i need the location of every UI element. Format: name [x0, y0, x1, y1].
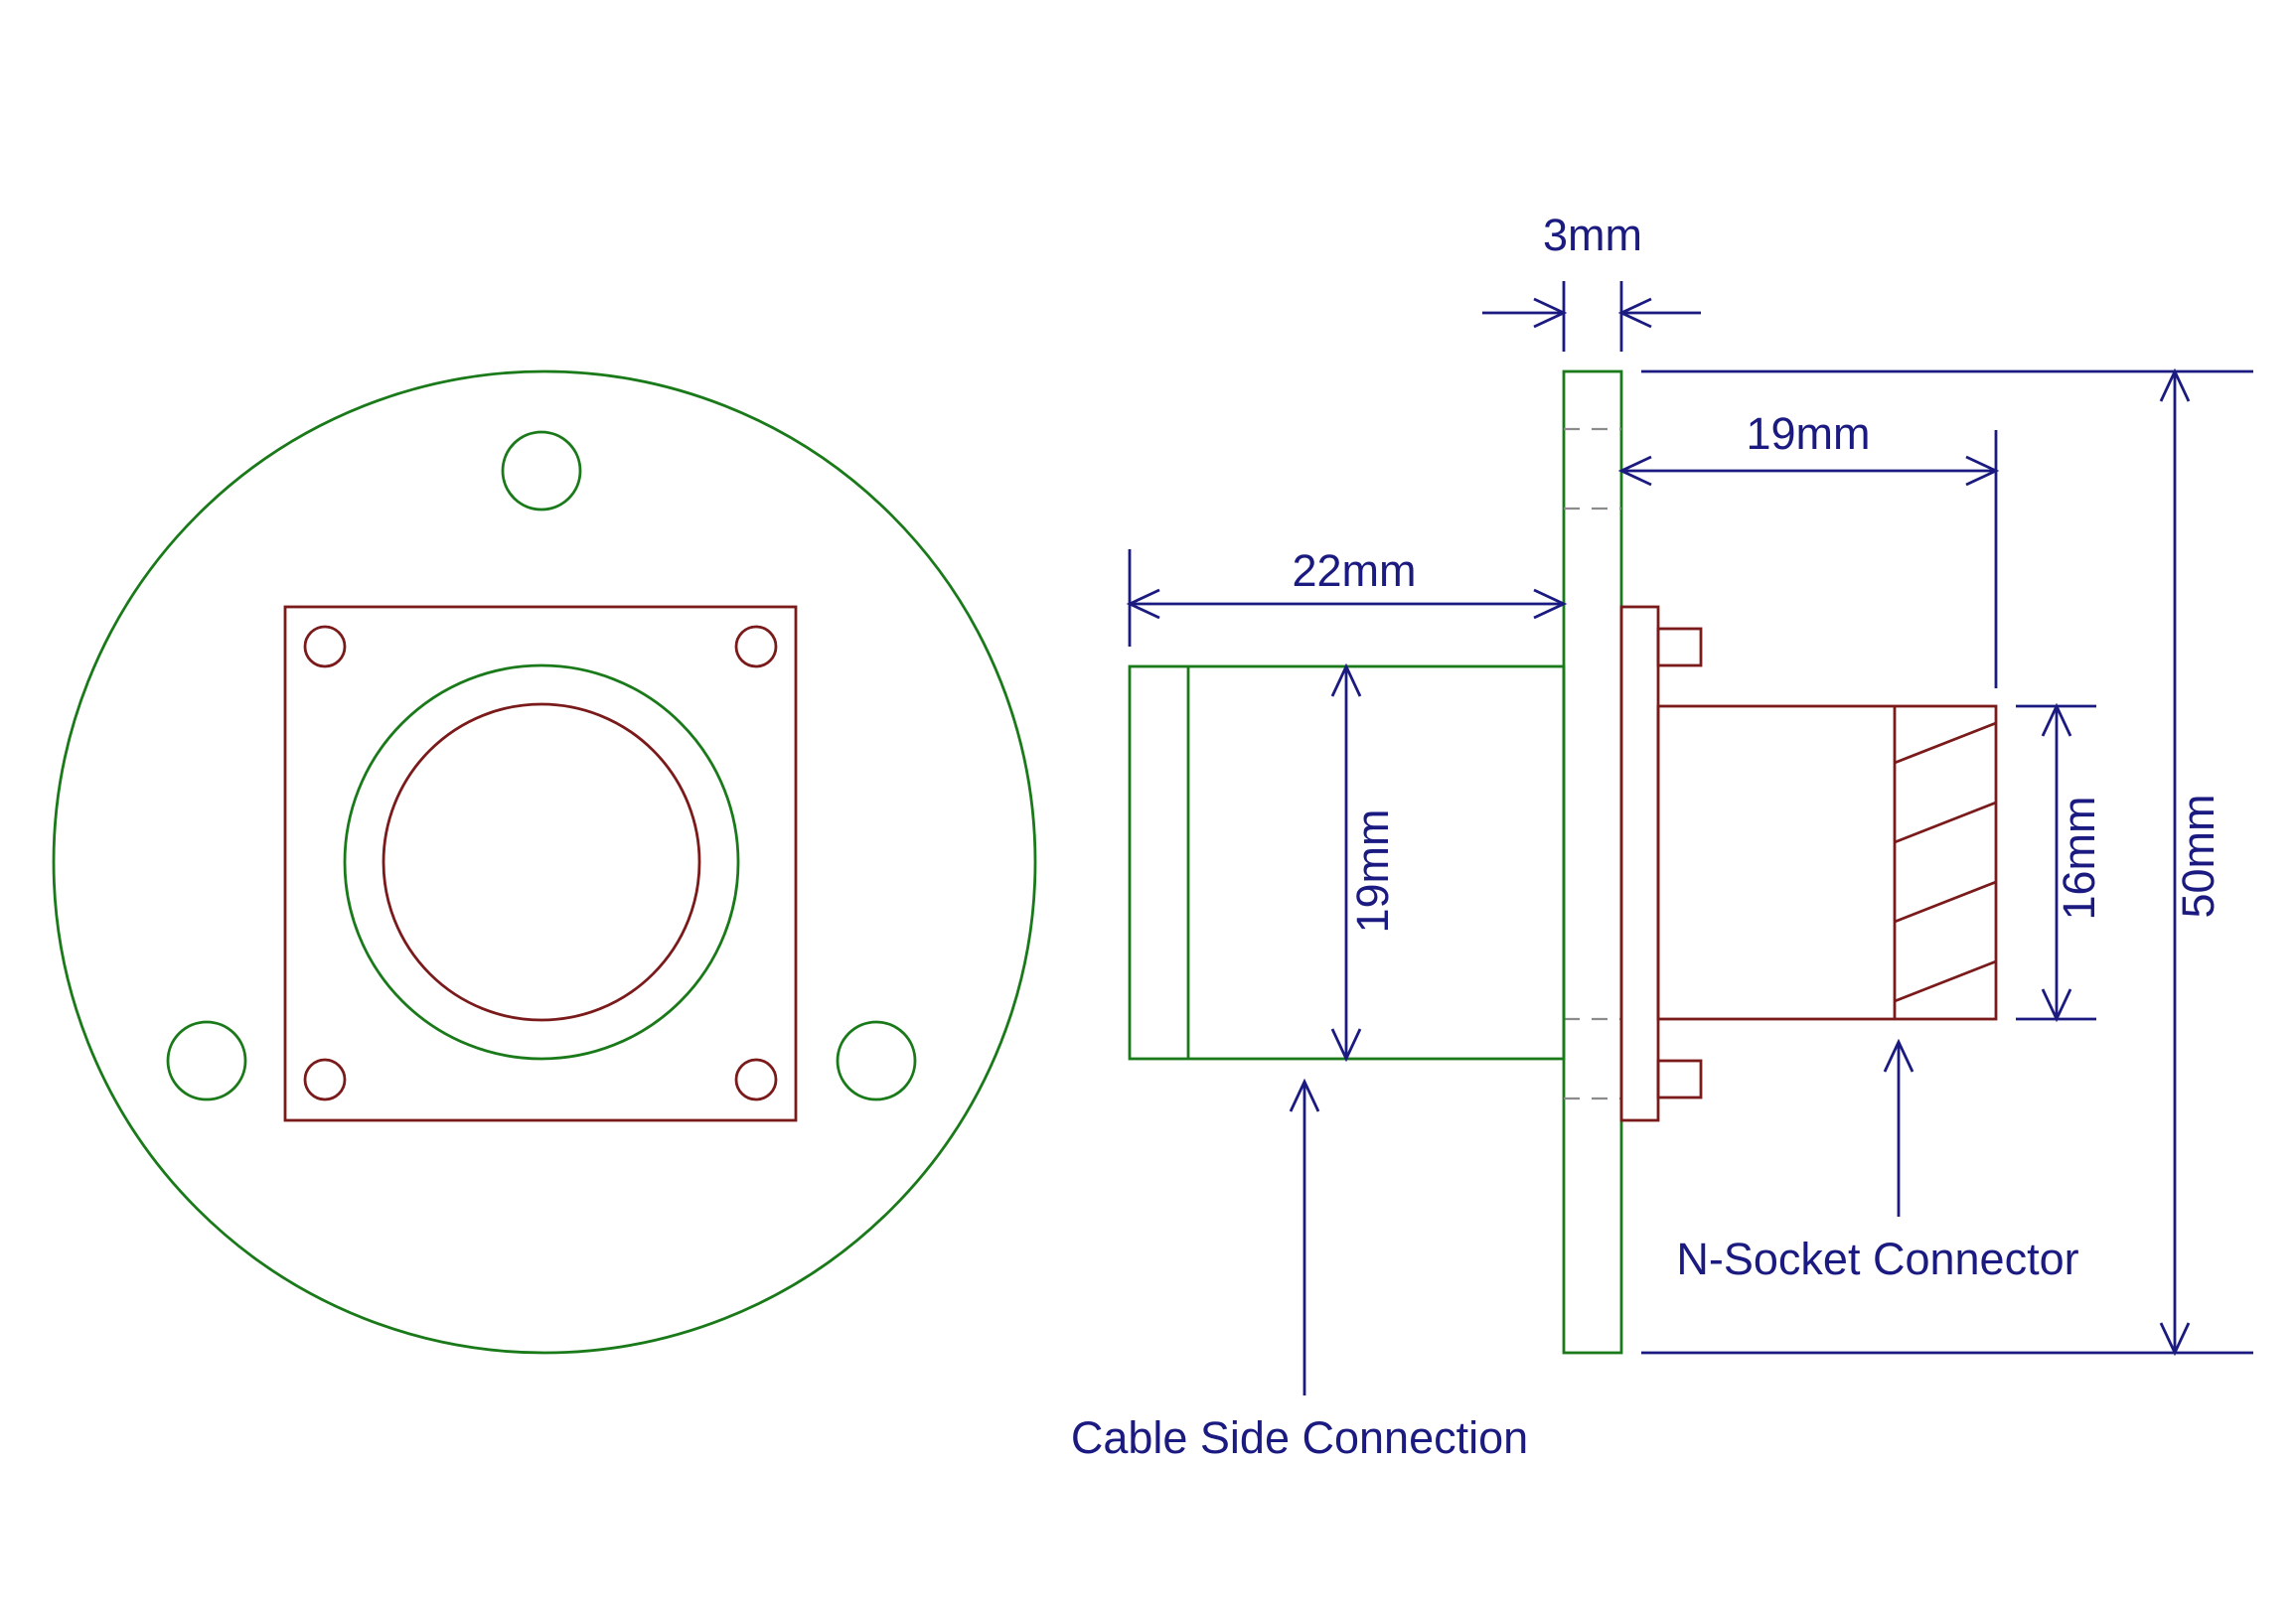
arrowhead	[1617, 297, 1652, 329]
arrowhead	[1126, 588, 1160, 620]
flange-plate-side	[1562, 369, 1623, 1355]
dimensions: 3mm 19mm 22mm 19mm 16mm 50mm	[1126, 210, 2253, 1357]
arrowhead	[1617, 455, 1652, 487]
connector-screw-bottom	[1656, 1059, 1703, 1099]
plate-screw-top-right	[734, 625, 778, 668]
dimension-label-cable-side-length: 22mm	[1292, 545, 1416, 596]
n-socket-thread	[1894, 721, 1997, 765]
callouts: N-Socket Connector Cable Side Connection	[1071, 1038, 2079, 1463]
plate-screw-bottom-right	[734, 1058, 778, 1101]
leader-arrowhead	[1883, 1038, 1914, 1073]
callout-cable-side-connection: Cable Side Connection	[1071, 1412, 1528, 1463]
dimension-label-flange-thickness: 3mm	[1543, 210, 1642, 260]
flange-outline	[52, 369, 1037, 1355]
connector-screw-top	[1656, 627, 1703, 667]
connector-square-plate	[283, 605, 798, 1122]
dimension-label-connector-diameter: 16mm	[2054, 796, 2104, 920]
arrowhead	[1533, 297, 1568, 329]
mounting-hole-left	[166, 1020, 247, 1101]
n-socket-thread	[1894, 801, 1997, 844]
n-socket-body	[1656, 704, 1998, 1021]
arrowhead	[2041, 988, 2072, 1023]
mounting-hole-right	[836, 1020, 917, 1101]
n-socket-thread	[1894, 959, 1997, 1003]
callout-n-socket-connector: N-Socket Connector	[1676, 1234, 2078, 1284]
arrowhead	[1330, 1028, 1362, 1063]
side-view	[1128, 369, 1998, 1355]
leader-arrowhead	[1289, 1078, 1320, 1112]
plate-screw-top-left	[303, 625, 347, 668]
arrowhead	[2041, 702, 2072, 737]
connector-mount-plate	[1619, 605, 1660, 1122]
dimension-label-connector-length: 19mm	[1746, 408, 1870, 459]
socket-bore-circle	[382, 702, 701, 1022]
arrowhead	[2159, 367, 2191, 402]
mounting-hole-top	[501, 430, 582, 512]
arrowhead	[1533, 588, 1568, 620]
plate-screw-bottom-left	[303, 1058, 347, 1101]
arrowhead	[1330, 662, 1362, 697]
arrowhead	[2159, 1322, 2191, 1357]
cable-collar-circle	[343, 663, 740, 1061]
arrowhead	[1965, 455, 2000, 487]
dimension-label-cable-side-diameter: 19mm	[1347, 808, 1398, 933]
dimension-label-flange-diameter: 50mm	[2173, 794, 2223, 918]
n-socket-thread	[1894, 880, 1997, 924]
front-view	[52, 369, 1037, 1355]
